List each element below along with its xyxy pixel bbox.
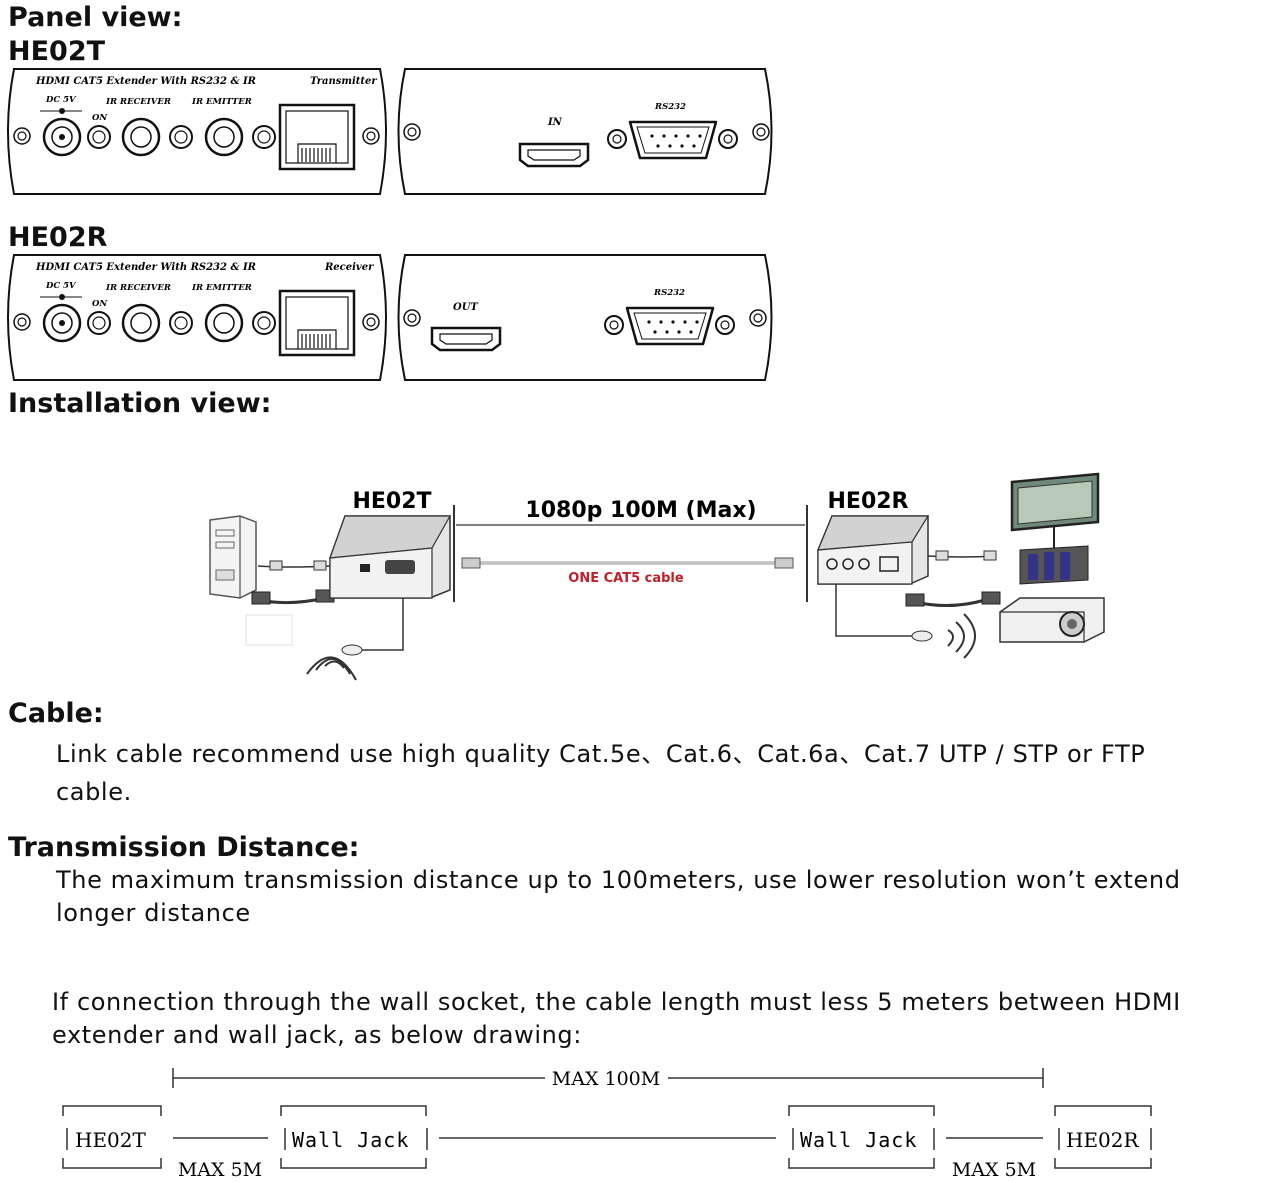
receiver-rear-panel [397,254,773,381]
transmitter-serial-label: RS232 [654,102,686,112]
receiver-on-label: ON [92,299,108,309]
rj45-port-icon [278,103,356,171]
transmitter-hdmi-label: IN [547,117,563,128]
distance-text-line-1: The maximum transmission distance up to … [56,866,1181,894]
installation-left-unit-label: HE02T [352,489,431,514]
power-led-icon [87,125,111,149]
ir-emitter-jack-icon [204,117,244,157]
receiver-panel-caption: HDMI CAT5 Extender With RS232 & IR [35,262,256,273]
transmitter-panel-caption: HDMI CAT5 Extender With RS232 & IR [35,76,256,87]
wall-seg-left-label: MAX 5M [178,1159,262,1181]
distance-text-line-2: longer distance [56,899,251,927]
cable-text-line-1: Link cable recommend use high quality Ca… [56,740,1146,768]
installation-view-title: Installation view: [8,388,272,419]
screw-icon [362,313,380,331]
screw-icon [362,127,380,145]
computer-tower-icon [209,515,257,599]
receiver-front-panel [7,254,387,381]
dc-jack-icon [42,303,82,343]
db9-port-icon [607,120,738,160]
screw-icon [13,127,31,145]
hdmi-port-icon [430,326,502,352]
screw-icon [403,123,421,141]
wall-jack-diagram: MAX 100M HE02T Wall Jack Wall Jack HE02R… [62,1068,1152,1181]
cat5-cable-label: ONE CAT5 cable [568,571,684,586]
transmitter-rear-panel [397,68,773,195]
hdtv-icon [1010,472,1100,585]
receiver-ir-receiver-label: IR RECEIVER [105,283,171,293]
transmitter-on-label: ON [92,113,108,123]
transmitter-panels: HDMI CAT5 Extender With RS232 & IR Trans… [7,68,773,195]
screw-icon [752,123,770,141]
wall-text-line-2: extender and wall jack, as below drawing… [52,1021,582,1049]
wall-text-line-1: If connection through the wall socket, t… [52,988,1181,1016]
polarity-icon [40,294,82,300]
installation-diagram: HE02T 1080p 100M (Max) ONE CAT5 cable HE… [209,472,1105,681]
polarity-icon [40,108,82,114]
cable-text-line-2: cable. [56,778,132,806]
transmitter-role-label: Transmitter [310,76,377,87]
ir-receiver-jack-icon [121,303,161,343]
db9-port-icon [604,306,735,346]
installation-right-unit-label: HE02R [828,489,909,514]
wall-seg-right-label: MAX 5M [952,1159,1036,1181]
screw-icon [403,309,421,327]
wall-box-jack-left: Wall Jack [292,1128,409,1152]
receiver-serial-label: RS232 [653,288,685,298]
ir-emitter-jack-icon [204,303,244,343]
ir-signal-icon [306,656,357,681]
wall-total-span-label: MAX 100M [552,1068,660,1090]
transmitter-dc-label: DC 5V [45,95,77,105]
wall-box-jack-right: Wall Jack [800,1128,917,1152]
installation-span-label: 1080p 100M (Max) [525,498,756,523]
ir-receiver-jack-icon [121,117,161,157]
transmitter-ir-receiver-label: IR RECEIVER [105,97,171,107]
cable-section-title: Cable: [8,698,104,729]
receiver-model-heading: HE02R [8,222,108,253]
transmitter-ir-emitter-label: IR EMITTER [191,97,252,107]
ir-signal-icon [947,613,976,659]
receiver-panels: HDMI CAT5 Extender With RS232 & IR Recei… [7,254,773,381]
projector-icon [999,597,1105,643]
transmitter-unit-image [329,515,452,599]
led-icon [169,311,193,335]
receiver-unit-image [817,515,930,585]
distance-section-title: Transmission Distance: [8,832,360,863]
receiver-dc-label: DC 5V [45,281,77,291]
receiver-ir-emitter-label: IR EMITTER [191,283,252,293]
receiver-hdmi-label: OUT [453,302,479,313]
wall-box-transmitter: HE02T [75,1128,146,1152]
cat5-cable [461,557,794,569]
hdmi-port-icon [518,142,590,168]
led-icon [169,125,193,149]
dc-jack-icon [42,117,82,157]
transmitter-model-heading: HE02T [8,36,106,67]
rj45-port-icon [278,289,356,357]
receiver-role-label: Receiver [324,262,374,273]
screw-icon [13,313,31,331]
wall-box-receiver: HE02R [1066,1128,1139,1152]
power-led-icon [87,311,111,335]
panel-view-title: Panel view: [8,2,183,33]
transmitter-front-panel [7,68,387,195]
led-icon [252,125,276,149]
screw-icon [749,309,767,327]
led-icon [252,311,276,335]
